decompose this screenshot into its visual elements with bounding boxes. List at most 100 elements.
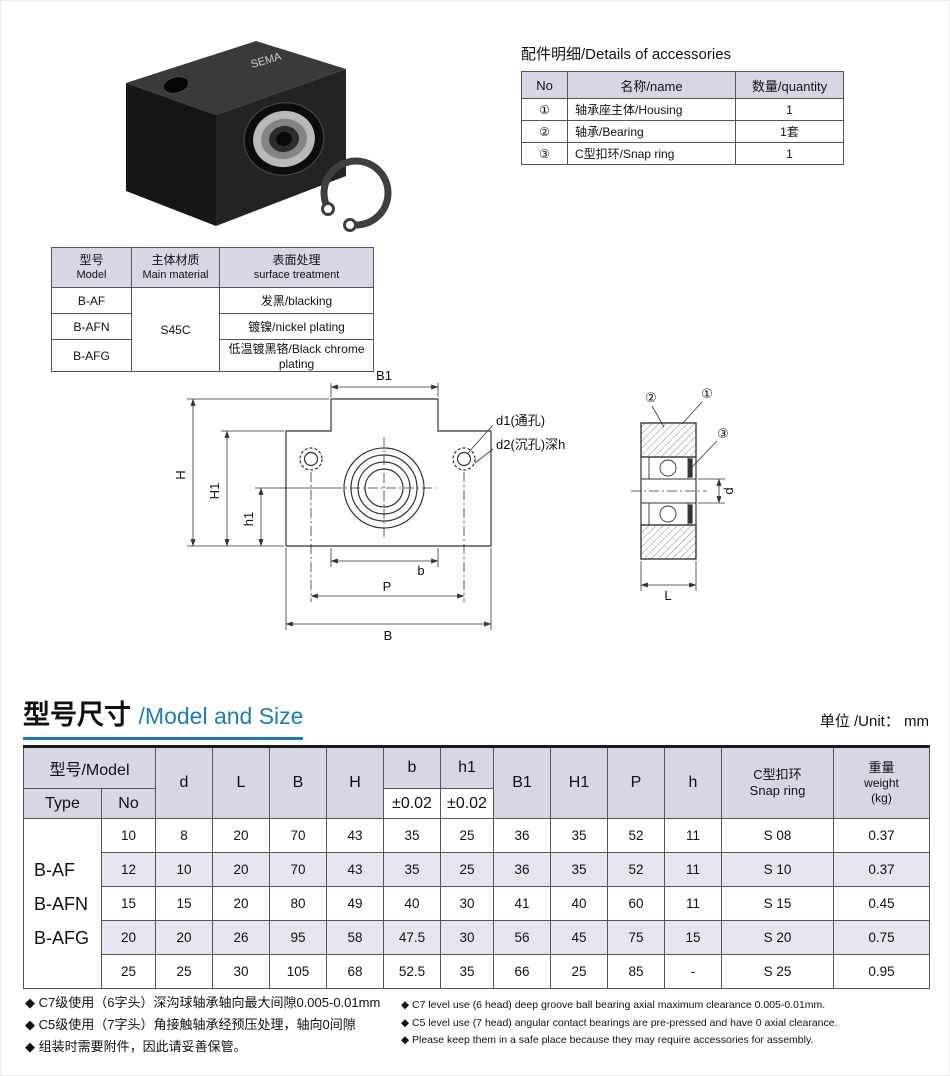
cell-H1: 25 [550, 954, 608, 989]
accessories-header-name: 名称/name [567, 71, 736, 99]
size-header-row-1: 型号/Model d L B H b h1 B1 H1 P h C型扣环 Sna… [23, 746, 930, 819]
dim-label-B1: B1 [376, 369, 392, 383]
front-view-outline [285, 398, 492, 547]
accessory-name: C型扣环/Snap ring [567, 142, 736, 165]
cell-snap: S 25 [721, 954, 834, 989]
header-line: surface treatment [253, 268, 340, 281]
cell-snap: S 15 [721, 886, 834, 921]
cell-H1: 35 [550, 852, 608, 887]
side-dimensions: d L ② ① ③ [640, 386, 736, 603]
cell-B: 80 [269, 886, 327, 921]
cell-h1: 25 [440, 818, 494, 853]
cell-weight: 0.45 [833, 886, 930, 921]
mounting-hole-left [299, 447, 323, 471]
accessory-name: 轴承座主体/Housing [567, 98, 736, 121]
dim-label-H: H [173, 470, 188, 479]
table-row: ① 轴承座主体/Housing 1 [521, 98, 844, 121]
header-line: 表面处理 [272, 252, 321, 267]
type-model: B-AF [34, 859, 76, 880]
header-P: P [607, 746, 665, 819]
cell-no: 12 [101, 852, 156, 887]
dim-label-L: L [664, 588, 671, 603]
model-name: B-AFG [51, 339, 132, 372]
bearing-face [243, 102, 325, 176]
header-H: H [326, 746, 384, 819]
cell-L: 30 [212, 954, 270, 989]
note-en-line: ◆ C7 level use (6 head) deep groove ball… [401, 999, 826, 1011]
callout-3-icon: ③ [717, 426, 729, 441]
cell-no: 15 [101, 886, 156, 921]
accessories-table: No 名称/name 数量/quantity ① 轴承座主体/Housing 1… [521, 71, 844, 165]
cell-b: 52.5 [383, 954, 441, 989]
cell-b: 35 [383, 852, 441, 887]
notes-chinese: ◆ C7级使用（6字头）深沟球轴承轴向最大间隙0.005-0.01mm ◆ C5… [25, 992, 397, 1058]
cell-H1: 40 [550, 886, 608, 921]
note-cn-line: ◆ C7级使用（6字头）深沟球轴承轴向最大间隙0.005-0.01mm [25, 995, 381, 1010]
header-L: L [212, 746, 270, 819]
type-models-cell: B-AF B-AFN B-AFG [23, 818, 102, 989]
dim-label-P: P [383, 579, 392, 594]
cell-h1: 35 [440, 954, 494, 989]
table-row: B-AFG 低温镀黑铬/Black chrome plating [51, 339, 374, 372]
header-weight: 重量 weight (kg) [833, 746, 930, 819]
cell-d: 8 [155, 818, 213, 853]
material-header-surface: 表面处理 surface treatment [219, 247, 374, 288]
size-row: 25 25 30 105 68 52.5 35 66 25 85 - S 25 … [24, 954, 930, 989]
size-row: 15 15 20 80 49 40 30 41 40 60 11 S 15 0.… [24, 886, 930, 921]
cell-B1: 41 [493, 886, 551, 921]
type-model: B-AFN [34, 893, 88, 914]
header-no: No [101, 788, 156, 819]
cell-B1: 36 [493, 818, 551, 853]
header-line: C型扣环 [753, 767, 802, 782]
cell-H1: 45 [550, 920, 608, 955]
cell-no: 10 [101, 818, 156, 853]
accessories-section: 配件明细/Details of accessories No 名称/name 数… [521, 43, 844, 165]
cell-weight: 0.75 [833, 920, 930, 955]
cell-d: 20 [155, 920, 213, 955]
table-row: ② 轴承/Bearing 1套 [521, 120, 844, 143]
note-en-line: ◆ Please keep them in a safe place becau… [401, 1034, 814, 1046]
header-H1: H1 [550, 746, 608, 819]
table-row: B-AFN 镀镍/nickel plating [51, 313, 374, 340]
cell-no: 25 [101, 954, 156, 989]
dim-label-b: b [417, 563, 424, 578]
snap-ring-section [688, 504, 693, 524]
cell-L: 20 [212, 852, 270, 887]
header-b: b [383, 746, 441, 789]
material-header-row: 型号 Model 主体材质 Main material 表面处理 surface… [51, 247, 374, 288]
model-name: B-AFN [51, 313, 132, 340]
bearing-ball [659, 459, 677, 477]
header-snap-ring: C型扣环 Snap ring [721, 746, 834, 819]
cell-snap: S 08 [721, 818, 834, 853]
cell-snap: S 10 [721, 852, 834, 887]
header-h1-tolerance: ±0.02 [440, 788, 494, 819]
note-cn-line: ◆ 组装时需要附件，因此请妥善保管。 [25, 1039, 247, 1054]
cell-d: 15 [155, 886, 213, 921]
mounting-hole-right [452, 447, 476, 471]
cell-b: 47.5 [383, 920, 441, 955]
accessory-qty: 1 [735, 98, 844, 121]
housing-block: SEMA [126, 41, 346, 226]
note-en-line: ◆ C5 level use (7 head) angular contact … [401, 1016, 838, 1029]
accessory-qty: 1 [735, 142, 844, 165]
dim-label-B: B [384, 628, 393, 643]
header-line: 主体材质 [151, 252, 200, 267]
size-row: 12 10 20 70 43 35 25 36 35 52 11 S 10 0.… [24, 852, 930, 887]
cell-P: 52 [607, 818, 665, 853]
cell-h1: 30 [440, 886, 494, 921]
header-h: h [664, 746, 722, 819]
cell-L: 26 [212, 920, 270, 955]
cell-b: 35 [383, 818, 441, 853]
cell-no: 20 [101, 920, 156, 955]
dim-label-d1: d1(通孔) [496, 413, 545, 428]
cell-P: 52 [607, 852, 665, 887]
cell-h: - [664, 954, 722, 989]
cell-H: 58 [326, 920, 384, 955]
size-table: 型号/Model d L B H b h1 B1 H1 P h C型扣环 Sna… [23, 745, 930, 989]
cell-P: 85 [607, 954, 665, 989]
header-b-tolerance: ±0.02 [383, 788, 441, 819]
note-cn-line: ◆ C5级使用（7字头）角接触轴承经预压处理，轴向0间隙 [25, 1017, 356, 1032]
cell-H: 43 [326, 818, 384, 853]
header-B: B [269, 746, 327, 819]
cell-P: 75 [607, 920, 665, 955]
